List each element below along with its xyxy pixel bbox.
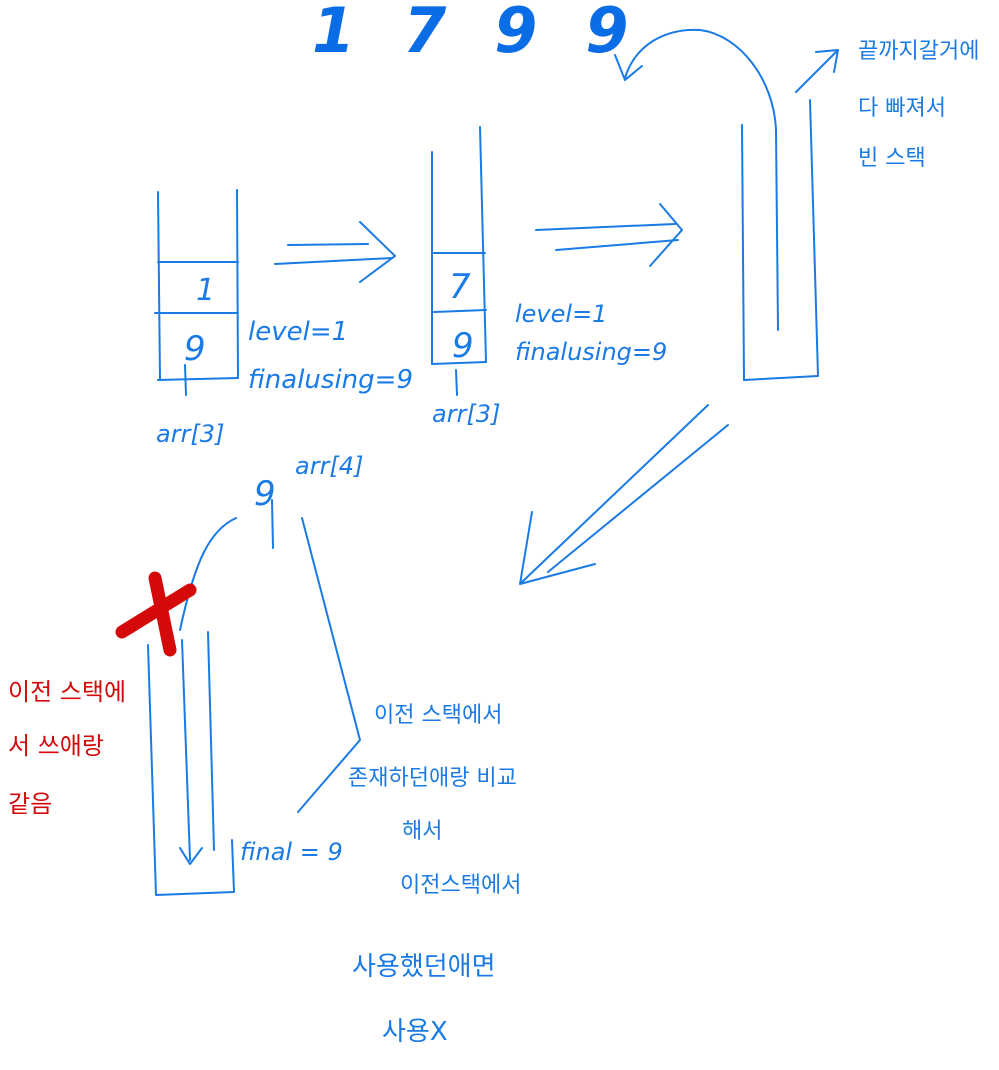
- stack-2-pointer: [455, 369, 458, 396]
- stack-4-label: arr[4]: [295, 452, 363, 480]
- stack-3-empty: 끝까지갈거에 다 빠져서 빈 스택: [614, 28, 979, 381]
- compare-note-line-4: 이전스택에서: [400, 873, 521, 898]
- red-note: 이전 스택에 서 쓰애랑 같음: [8, 678, 126, 818]
- stack-4: arr[4] 9 final = 9: [147, 452, 363, 896]
- stack-1: 1 9 arr[3] level=1 finalusing=9: [154, 189, 413, 448]
- stack-4-inner-left: [181, 639, 191, 861]
- stack-1-left-wall: [157, 191, 161, 381]
- arrow-1-shaft-bottom: [274, 257, 393, 265]
- empty-stack-note-3: 빈 스택: [858, 146, 926, 171]
- stack-3-outer: [743, 99, 819, 381]
- stack-4-value-stem: [271, 499, 274, 549]
- stack-3-curve-head: [614, 54, 643, 81]
- red-note-line-3: 같음: [8, 790, 52, 818]
- stack-3-left-wall: [741, 124, 745, 381]
- red-note-line-2: 서 쓰애랑: [8, 732, 104, 760]
- title-1799: 1799: [312, 0, 677, 67]
- stack-4-value: 9: [254, 474, 276, 514]
- compare-note-line-3: 해서: [402, 819, 442, 844]
- arrow-2-shaft-bottom: [555, 239, 679, 251]
- stack-2-divider-mid: [433, 309, 487, 313]
- stack-1-level-note: level=1: [248, 317, 348, 347]
- stack-1-final-note: finalusing=9: [248, 365, 413, 395]
- stack-4-bracket: [297, 517, 361, 813]
- stack-4-outer: [147, 644, 235, 896]
- stack-2-label: arr[3]: [432, 400, 500, 428]
- compare-note-line-6: 사용X: [382, 1017, 448, 1047]
- compare-note-line-1: 이전 스택에서: [374, 703, 502, 728]
- arrow-3-head: [519, 511, 596, 585]
- stack-1-pointer: [184, 364, 187, 396]
- arrow-3-to-4: [519, 404, 729, 585]
- stack-1-bottom: [157, 377, 239, 381]
- empty-stack-note-1: 끝까지갈거에: [858, 39, 979, 64]
- stack-4-curve-left: [179, 517, 237, 631]
- arrow-1-shaft-top: [287, 243, 369, 246]
- stack-2-bottom-cell: 9: [452, 326, 474, 366]
- compare-note: 이전 스택에서 존재하던애랑 비교 해서 이전스택에서 사용했던애면 사용X: [348, 703, 521, 1047]
- compare-note-line-2: 존재하던애랑 비교: [348, 766, 517, 791]
- stack-4-down-arrowhead: [179, 847, 203, 865]
- stack-4-final-note: final = 9: [240, 838, 343, 866]
- arrow-1-to-2: [274, 221, 396, 283]
- stack-4-inner-right: [207, 631, 215, 851]
- stack-3-curve: [624, 28, 779, 331]
- stack-2-level-note: level=1: [515, 300, 607, 328]
- empty-stack-pointer-arrow: [795, 49, 839, 93]
- arrow-2-to-3: [535, 203, 683, 267]
- compare-note-line-5: 사용했던애면: [352, 952, 496, 982]
- red-note-line-1: 이전 스택에: [8, 678, 126, 706]
- red-x-mark: [115, 571, 197, 657]
- stack-2-top-cell: 7: [449, 267, 471, 307]
- arrow-1-head: [359, 221, 396, 283]
- empty-stack-note-2: 다 빠져서: [858, 96, 946, 121]
- arrow-3-shaft-top: [521, 404, 709, 583]
- arrow-2-head: [649, 203, 683, 267]
- stack-2-bottom: [431, 361, 487, 365]
- stack-2-final-note: finalusing=9: [515, 338, 667, 366]
- arrow-2-shaft-top: [535, 223, 676, 231]
- stack-1-top-cell: 1: [196, 273, 215, 308]
- stack-1-right-wall: [236, 189, 239, 379]
- stack-1-label: arr[3]: [156, 420, 224, 448]
- stack-1-bottom-cell: 9: [184, 329, 206, 369]
- arrow-3-shaft-bottom: [547, 424, 729, 573]
- stack-2: 7 9 arr[3] level=1 finalusing=9: [431, 126, 667, 428]
- title-text: 1799: [312, 0, 677, 67]
- stack-2-right-wall: [479, 126, 487, 363]
- red-x-stroke-2: [148, 571, 177, 657]
